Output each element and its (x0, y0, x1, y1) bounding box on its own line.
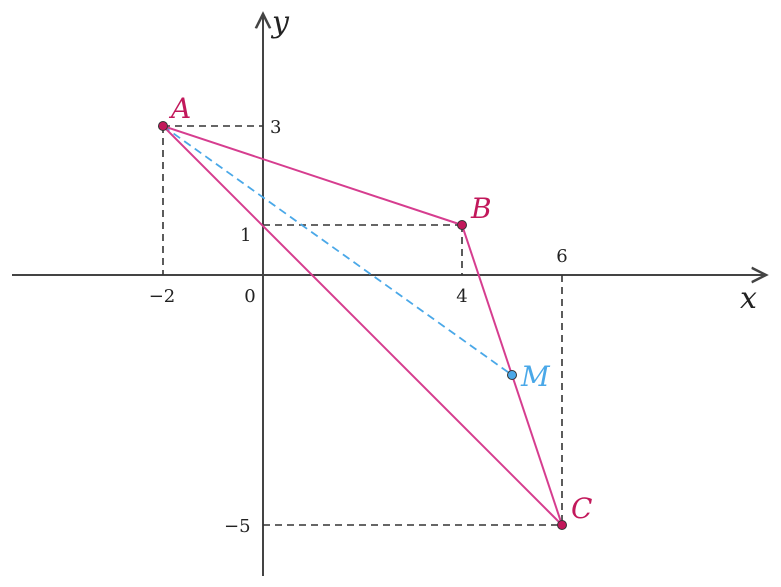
point-c (557, 520, 567, 530)
point-b (457, 220, 467, 230)
side-ac (162, 125, 563, 526)
label-b: B (470, 192, 492, 225)
x-tick-neg2: −2 (149, 286, 176, 307)
x-axis-label: x (740, 281, 757, 316)
origin-label: 0 (244, 286, 255, 307)
y-axis-label: y (270, 5, 290, 40)
label-m: M (520, 360, 551, 393)
label-a: A (168, 92, 191, 125)
x-tick-6: 6 (556, 246, 567, 267)
y-tick-3: 3 (270, 117, 281, 138)
point-a (158, 121, 168, 131)
y-tick-1: 1 (240, 225, 251, 246)
x-tick-4: 4 (456, 286, 467, 307)
label-c: C (571, 492, 592, 525)
y-tick-neg5: −5 (224, 516, 251, 537)
point-m (507, 370, 517, 380)
side-ab (162, 125, 463, 226)
median-am (162, 125, 513, 376)
